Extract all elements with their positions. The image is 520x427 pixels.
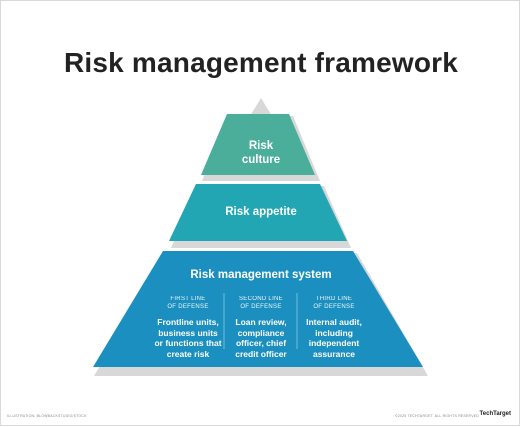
brand-logo: TechTarget	[479, 411, 511, 417]
third-line-of-defense: THIRD LINE OF DEFENSE Internal audit, in…	[297, 295, 371, 359]
first-line-heading: FIRST LINE OF DEFENSE	[167, 296, 209, 310]
first-line-body: Frontline units, business units or funct…	[154, 317, 222, 359]
second-line-body: Loan review, compliance officer, chief c…	[235, 317, 287, 359]
second-line-of-defense: SECOND LINE OF DEFENSE Loan review, comp…	[224, 295, 298, 359]
culture-tier	[201, 114, 315, 175]
third-line-body: Internal audit, including independent as…	[306, 317, 362, 359]
risk-appetite-label: Risk appetite	[225, 206, 297, 218]
third-line-heading: THIRD LINE OF DEFENSE	[313, 296, 355, 310]
system-tier	[93, 251, 423, 367]
illustration-credit: ILLUSTRATION: BLOWBACKSTUDIO/STOCK	[7, 414, 87, 418]
first-line-of-defense: FIRST LINE OF DEFENSE Frontline units, b…	[151, 295, 225, 359]
second-line-heading: SECOND LINE OF DEFENSE	[239, 296, 283, 310]
apex-shadow	[250, 98, 272, 116]
risk-management-system-label: Risk management system	[190, 269, 332, 281]
appetite-tier	[169, 184, 347, 241]
risk-culture-label: Risk culture	[241, 140, 281, 166]
copyright-notice: ©2025 TECHTARGET. ALL RIGHTS RESERVED	[395, 414, 479, 418]
diagram-title: Risk management framework	[63, 47, 459, 78]
